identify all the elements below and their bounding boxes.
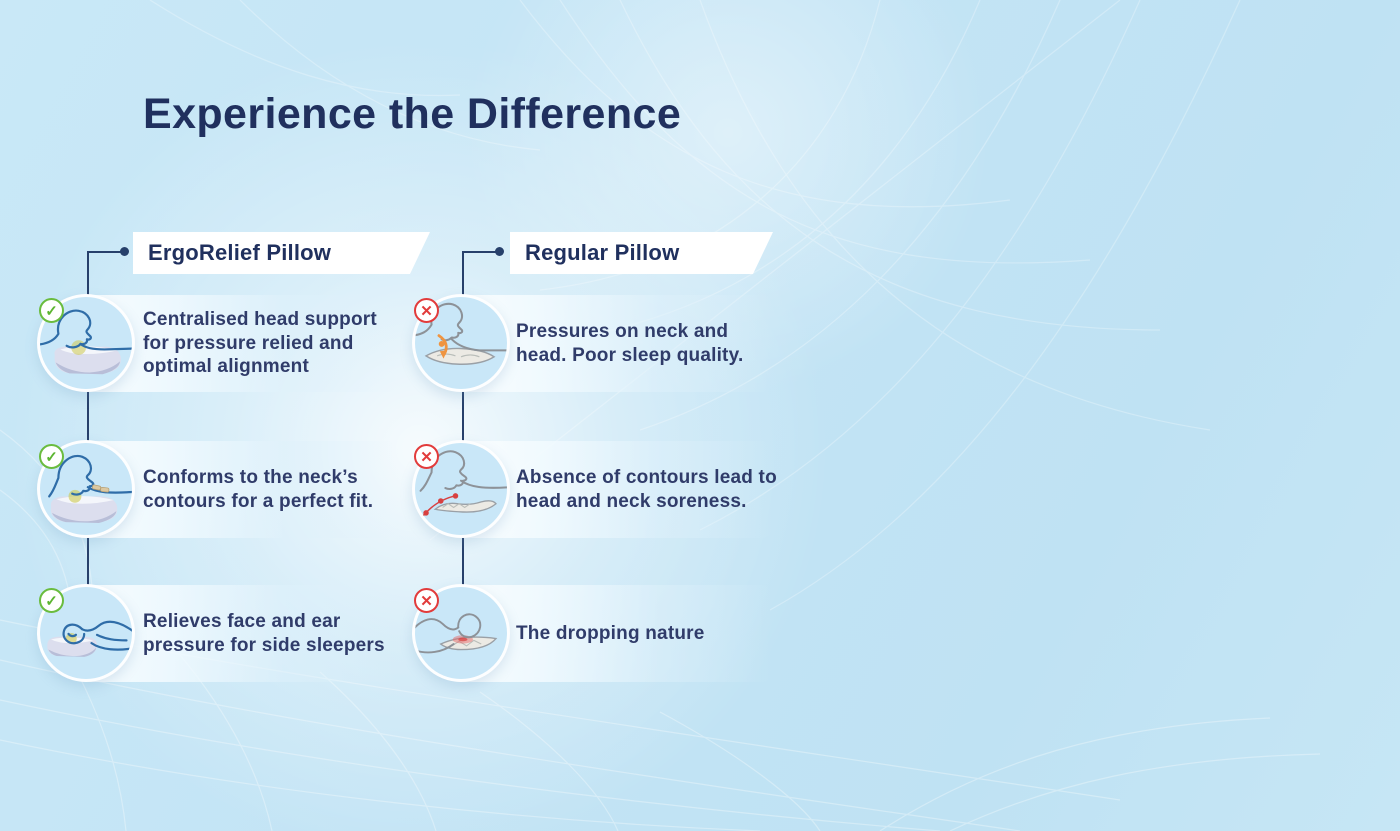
header-connector-regular <box>463 251 497 253</box>
check-icon: ✓ <box>39 588 64 613</box>
page-title: Experience the Difference <box>143 90 682 138</box>
check-icon: ✓ <box>39 444 64 469</box>
check-icon: ✓ <box>39 298 64 323</box>
feature-text: Pressures on neck and head. Poor sleep q… <box>516 320 744 366</box>
feature-text: Relieves face and ear pressure for side … <box>143 610 385 656</box>
feature-text: Centralised head support for pressure re… <box>143 309 377 378</box>
column-header-regular: Regular Pillow <box>510 232 773 274</box>
feature-text: The dropping nature <box>516 622 705 644</box>
column-header-label: ErgoRelief Pillow <box>148 240 332 265</box>
timeline-line-regular <box>462 251 464 611</box>
cross-icon: ✕ <box>414 298 439 323</box>
cross-icon: ✕ <box>414 588 439 613</box>
feature-text: Conforms to the neck’s contours for a pe… <box>143 466 374 512</box>
illustration-neck-contour-support <box>37 440 135 538</box>
timeline-line-ergorelief <box>87 251 89 611</box>
column-header-label: Regular Pillow <box>525 240 680 265</box>
feature-text: Absence of contours lead to head and nec… <box>516 466 777 512</box>
cross-icon: ✕ <box>414 444 439 469</box>
column-header-ergorelief: ErgoRelief Pillow <box>133 232 430 274</box>
header-connector-dot-regular <box>495 247 504 256</box>
header-connector-ergorelief <box>88 251 122 253</box>
header-connector-dot-ergorelief <box>120 247 129 256</box>
